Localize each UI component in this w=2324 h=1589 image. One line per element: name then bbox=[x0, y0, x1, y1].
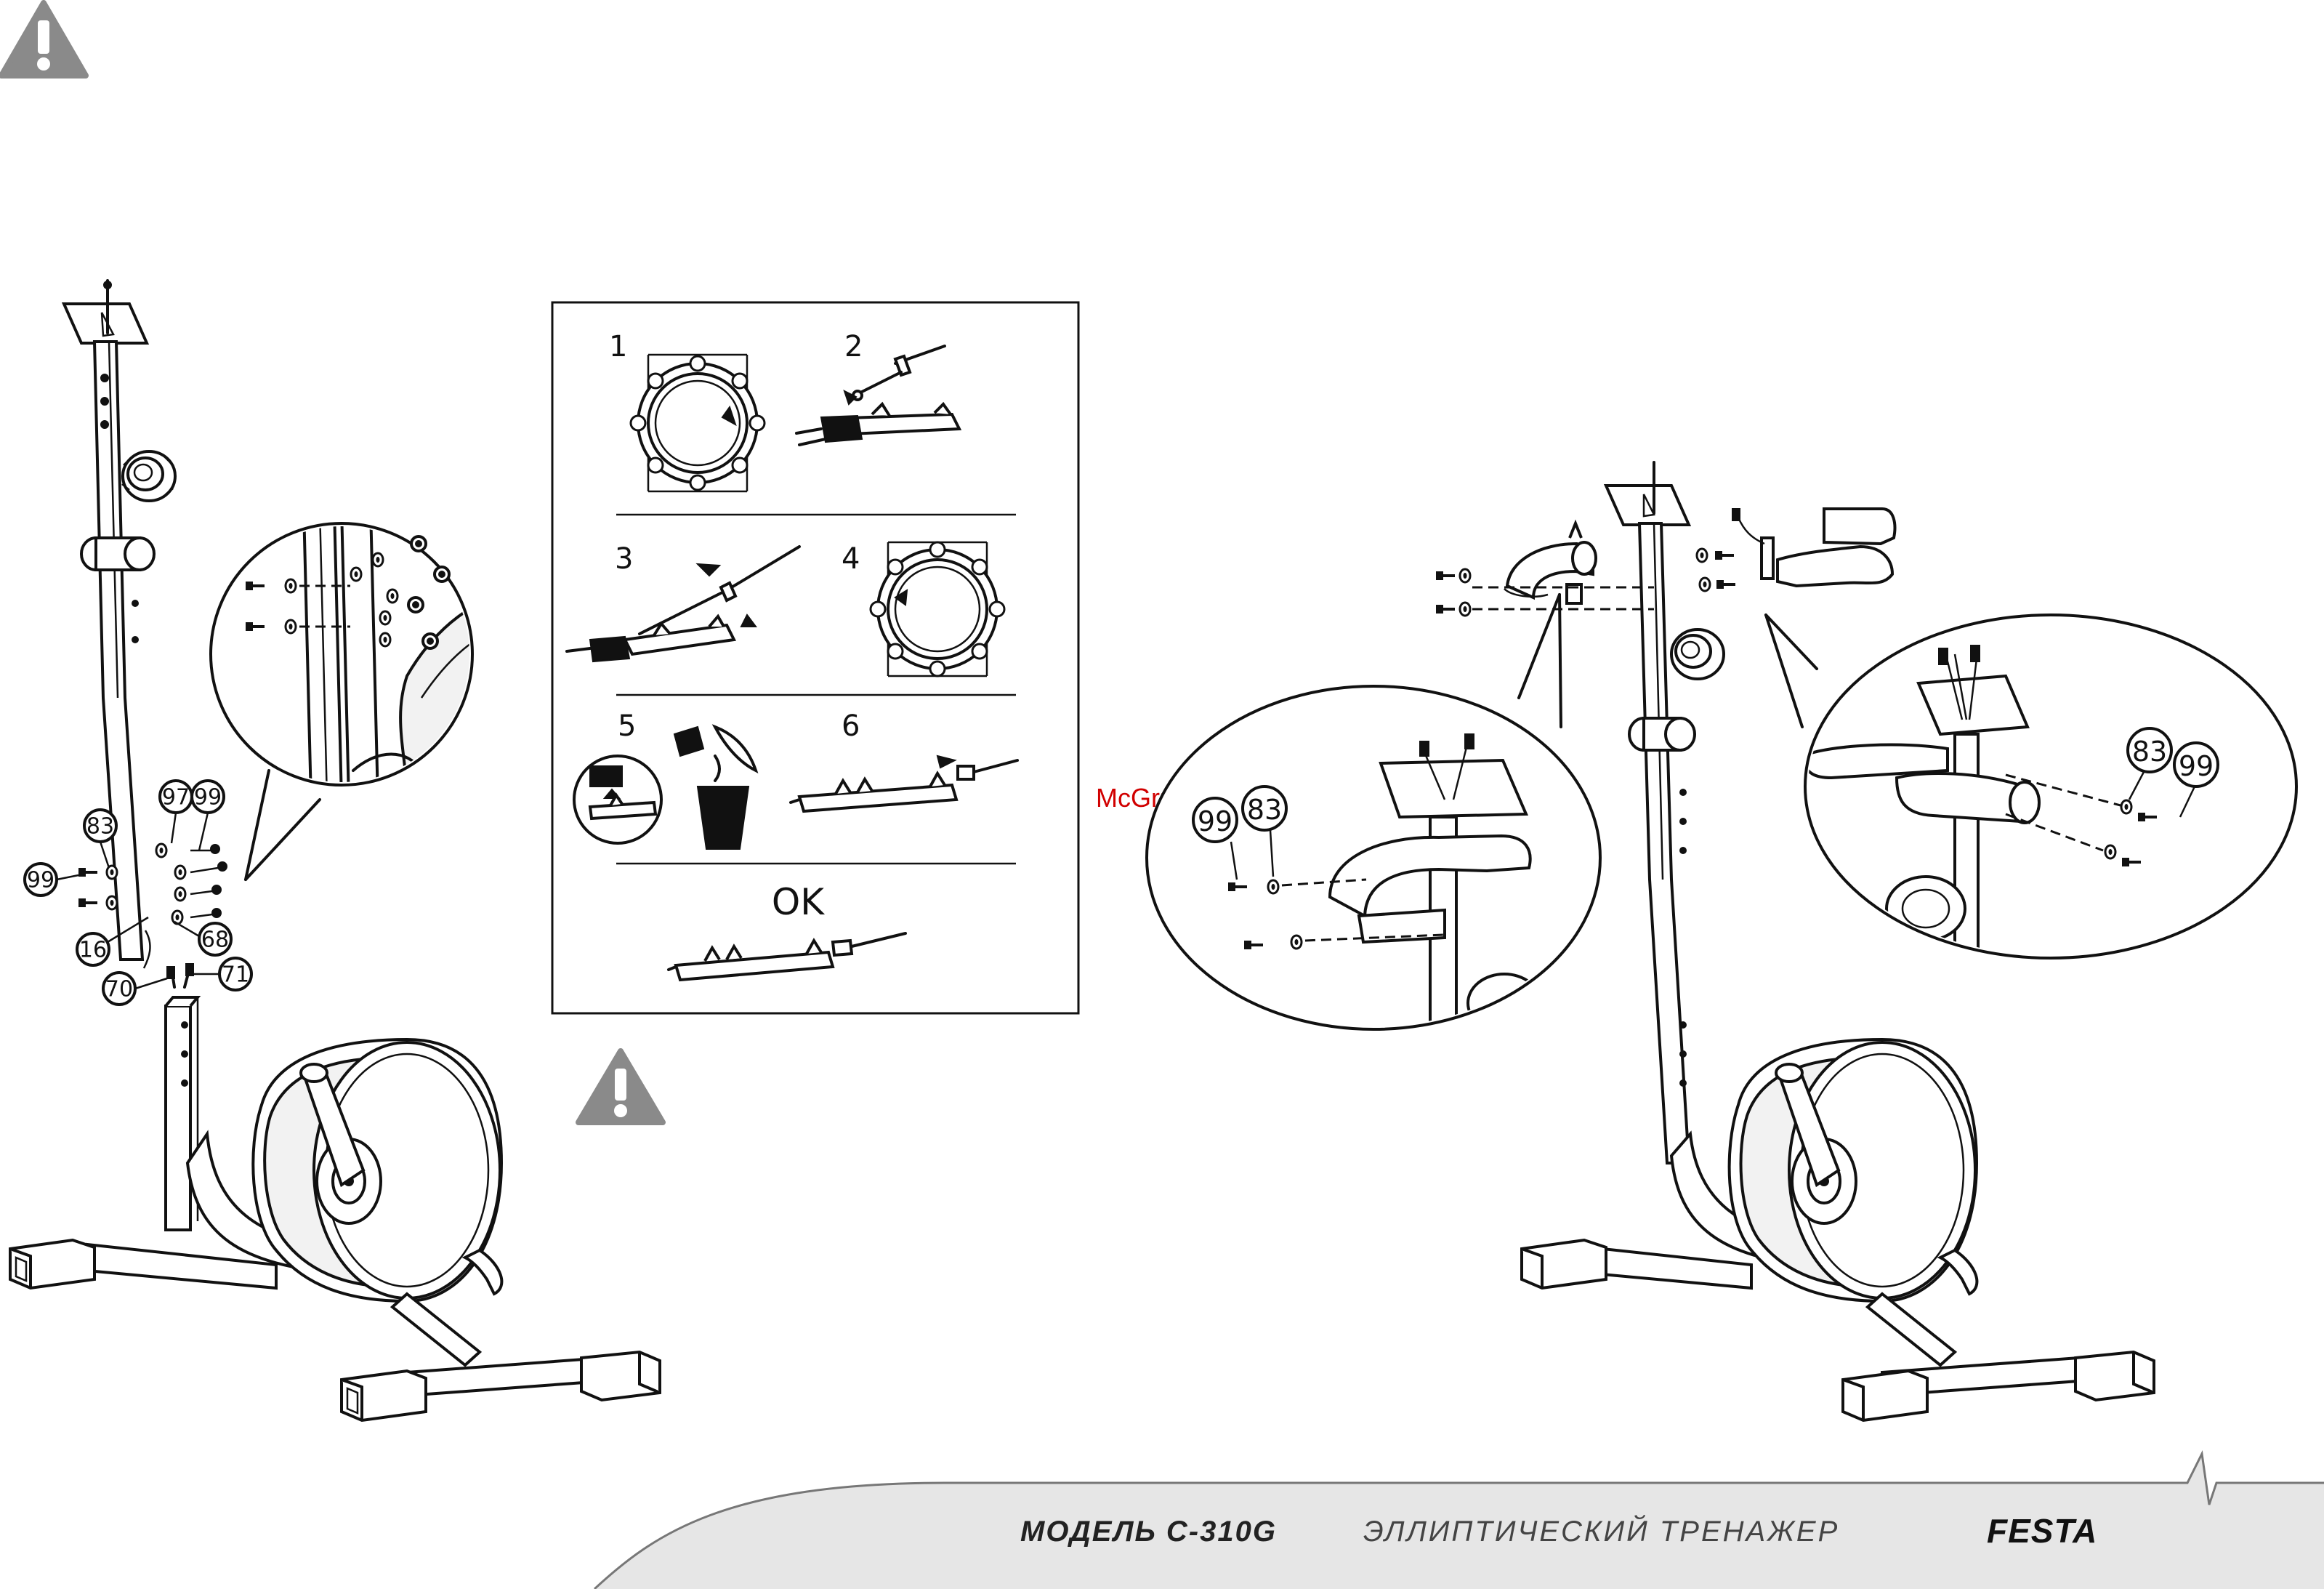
part-label-70: 70 bbox=[103, 973, 135, 1005]
ok-label: OK bbox=[772, 881, 825, 923]
rear-stabilizer bbox=[342, 1352, 660, 1420]
part-label-71: 71 bbox=[219, 958, 251, 990]
step-6-label: 6 bbox=[842, 709, 860, 743]
left-detail-callout bbox=[211, 509, 509, 880]
part-label-83: 83 bbox=[84, 810, 116, 842]
part-label-83-right-zoom: 83 bbox=[1243, 787, 1286, 830]
right-right-detail-callout: 83 99 bbox=[1766, 615, 2296, 960]
footer-brand-logo: FESTA bbox=[1987, 1512, 2097, 1550]
warning-triangle-icon bbox=[578, 1051, 663, 1122]
cable-connection-steps-panel: 1 2 3 4 5 6 bbox=[552, 302, 1078, 1013]
svg-text:97: 97 bbox=[162, 785, 190, 810]
footer-model: МОДЕЛЬ C-310G bbox=[1020, 1516, 1277, 1548]
step-5-label: 5 bbox=[618, 709, 636, 743]
right-left-detail-callout: 99 83 bbox=[1147, 595, 1600, 1032]
part-label-83-right-zoom-b: 83 bbox=[2128, 728, 2171, 772]
footer-band: МОДЕЛЬ C-310G ЭЛЛИПТИЧЕСКИЙ ТРЕНАЖЕР FES… bbox=[594, 1454, 2324, 1589]
part-label-99-right-zoom-b: 99 bbox=[2174, 743, 2218, 787]
svg-text:99: 99 bbox=[2179, 750, 2214, 782]
svg-text:99: 99 bbox=[27, 868, 55, 893]
part-label-99b: 99 bbox=[25, 864, 57, 896]
part-label-99-right-zoom: 99 bbox=[1193, 798, 1237, 842]
step-3-label: 3 bbox=[615, 542, 633, 576]
svg-text:71: 71 bbox=[222, 962, 249, 988]
flywheel-housing bbox=[253, 1039, 501, 1301]
part-label-16: 16 bbox=[77, 933, 109, 965]
part-label-99: 99 bbox=[192, 781, 224, 813]
part-label-68: 68 bbox=[199, 923, 231, 955]
step-1-label: 1 bbox=[609, 330, 627, 363]
step-2-label: 2 bbox=[844, 330, 863, 363]
step-4-illustration bbox=[871, 542, 1004, 676]
svg-text:99: 99 bbox=[194, 785, 222, 810]
svg-text:99: 99 bbox=[1198, 805, 1232, 837]
tension-knob bbox=[122, 451, 175, 501]
left-hardware bbox=[78, 844, 227, 924]
step-1-illustration bbox=[631, 355, 764, 491]
step-4-label: 4 bbox=[842, 542, 860, 576]
svg-text:70: 70 bbox=[105, 977, 133, 1002]
svg-text:83: 83 bbox=[2132, 736, 2167, 768]
svg-text:83: 83 bbox=[86, 814, 114, 840]
warning-triangle-icon bbox=[1, 3, 86, 76]
footer-description: ЭЛЛИПТИЧЕСКИЙ ТРЕНАЖЕР bbox=[1363, 1514, 1839, 1548]
svg-text:68: 68 bbox=[201, 928, 229, 953]
part-label-97: 97 bbox=[160, 781, 192, 813]
svg-text:83: 83 bbox=[1247, 794, 1282, 826]
svg-text:16: 16 bbox=[79, 938, 107, 963]
